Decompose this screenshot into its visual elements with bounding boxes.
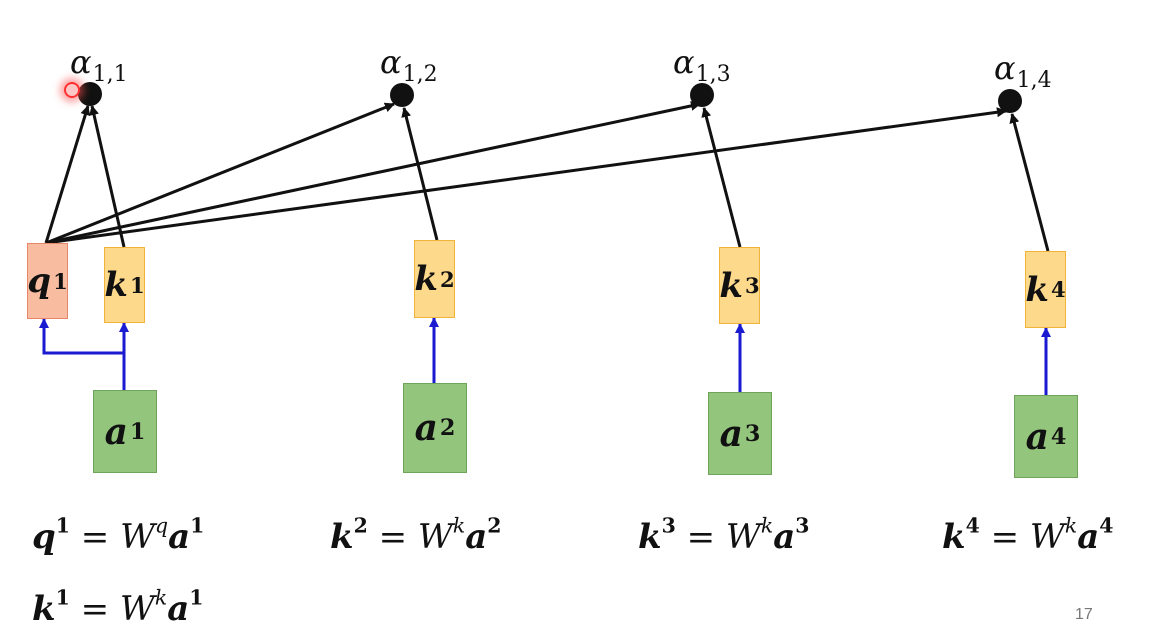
attention-arrow-q1-alpha13 [45,100,701,245]
alpha-node-1-1 [78,82,102,106]
alpha-node-1-4 [998,89,1022,113]
alpha-node-1-3 [690,83,714,107]
attention-arrow-k4-alpha14 [1009,113,1050,252]
attention-arrow-k1-alpha11 [89,105,126,248]
alpha-node-1-2 [390,83,414,107]
alpha-label-1-3: α1,3 [673,43,731,87]
equation-k4: k4 = Wka4 [942,514,1114,558]
alpha-label-1-1: α1,1 [70,43,128,87]
laser-pointer-dot [64,82,80,98]
attention-arrow-k2-alpha12 [401,107,439,241]
page-number: 17 [1075,606,1093,623]
attention-arrow-q1-alpha11 [44,105,91,244]
alpha-label-1-2: α1,2 [380,43,438,87]
alpha-label-1-4: α1,4 [994,49,1052,93]
equation-k2: k2 = Wka2 [330,514,502,558]
equation-q1: q1 = Wqa1 [32,514,205,558]
equation-k1: k1 = Wka1 [32,586,204,628]
attention-arrow-k3-alpha13 [701,107,742,248]
attention-arrow-q1-alpha14 [45,107,1007,245]
attention-arrow-q1-alpha12 [45,102,395,245]
projection-arrow-a1-q1 [39,318,124,355]
equation-k3: k3 = Wka3 [638,514,810,558]
